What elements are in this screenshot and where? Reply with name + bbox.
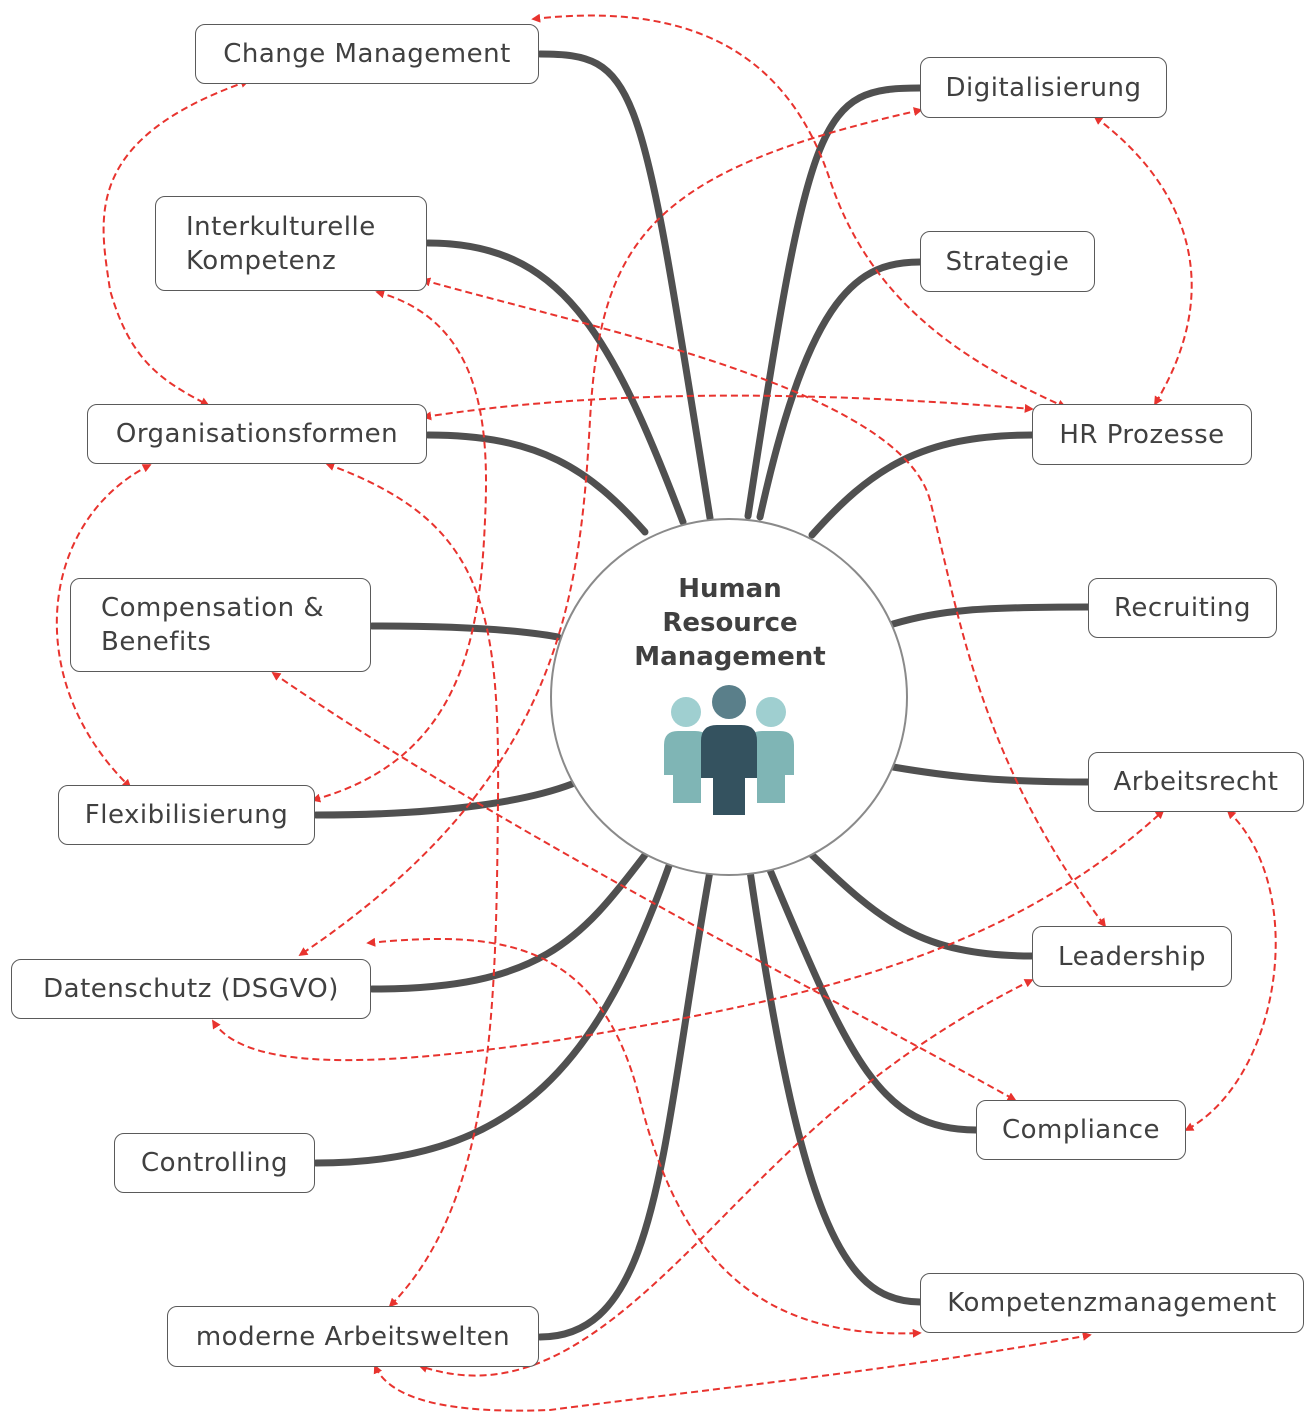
node-label: Controlling xyxy=(141,1148,288,1178)
relation-kompetenz-moderne xyxy=(373,1331,1092,1412)
node-label: Compliance xyxy=(1001,1115,1161,1145)
node-recruiting[interactable]: Recruiting xyxy=(1088,578,1277,638)
node-label: Recruiting xyxy=(1114,593,1251,623)
relation-organisation-hr xyxy=(422,394,1034,421)
relation-interkult-leadership xyxy=(421,277,1107,928)
node-compensation-benefits[interactable]: Compensation & Benefits xyxy=(70,578,371,672)
relation-compensation-compliance xyxy=(271,671,1017,1101)
node-kompetenzmanagement[interactable]: Kompetenzmanagement xyxy=(920,1273,1304,1333)
branch-recruiting xyxy=(889,603,1092,628)
node-label: Kompetenzmanagement xyxy=(947,1288,1277,1318)
branch-interkulturelle-kompetenz xyxy=(424,239,687,526)
node-controlling[interactable]: Controlling xyxy=(114,1133,315,1193)
node-flexibilisierung[interactable]: Flexibilisierung xyxy=(58,785,315,845)
people-group-icon xyxy=(664,685,794,815)
branch-leadership xyxy=(808,851,1036,960)
node-label: Interkulturelle Kompetenz xyxy=(186,211,376,276)
node-moderne-arbeitswelten[interactable]: moderne Arbeitswelten xyxy=(167,1306,539,1367)
branch-kompetenzmanagement xyxy=(746,867,924,1306)
branch-compensation-benefits xyxy=(368,622,562,641)
node-label: Arbeitsrecht xyxy=(1113,767,1279,797)
node-interkulturelle-kompetenz[interactable]: Interkulturelle Kompetenz xyxy=(155,196,427,291)
relation-datenschutz-kompetenz xyxy=(366,937,922,1338)
node-arbeitsrecht[interactable]: Arbeitsrecht xyxy=(1088,752,1304,812)
branch-arbeitsrecht xyxy=(889,763,1092,786)
relation-organisation-moderne xyxy=(325,462,500,1308)
node-strategie[interactable]: Strategie xyxy=(920,231,1095,292)
branch-flexibilisierung xyxy=(312,780,576,819)
node-label: Compensation & Benefits xyxy=(101,593,325,657)
node-change-management[interactable]: Change Management xyxy=(195,24,539,84)
node-label: Digitalisierung xyxy=(945,72,1142,103)
relation-digital-hr xyxy=(1093,115,1193,406)
relation-organisation-flex xyxy=(55,464,152,789)
node-organisationsformen[interactable]: Organisationsformen xyxy=(87,404,427,464)
branch-change-management xyxy=(536,50,714,522)
center-title: Human Resource Management xyxy=(634,574,826,672)
relation-digital-datenschutz xyxy=(298,107,923,957)
branch-hr-prozesse xyxy=(808,431,1036,539)
node-label: Organisationsformen xyxy=(115,419,399,449)
node-label: HR Prozesse xyxy=(1059,419,1225,450)
node-label: Datenschutz (DSGVO) xyxy=(43,974,339,1004)
node-leadership[interactable]: Leadership xyxy=(1032,926,1232,987)
node-label: Change Management xyxy=(223,39,511,69)
node-digitalisierung[interactable]: Digitalisierung xyxy=(920,57,1167,118)
node-label: Leadership xyxy=(1058,941,1206,972)
relation-arbeitsrecht-compliance xyxy=(1184,809,1277,1131)
node-label: Flexibilisierung xyxy=(84,800,289,830)
node-compliance[interactable]: Compliance xyxy=(976,1100,1186,1160)
node-label: Strategie xyxy=(945,246,1070,277)
node-label: moderne Arbeitswelten xyxy=(195,1321,511,1352)
node-hr-prozesse[interactable]: HR Prozesse xyxy=(1032,404,1252,465)
node-datenschutz[interactable]: Datenschutz (DSGVO) xyxy=(11,959,371,1019)
branch-organisationsformen xyxy=(424,431,649,536)
relation-interkult-flex xyxy=(311,289,488,803)
